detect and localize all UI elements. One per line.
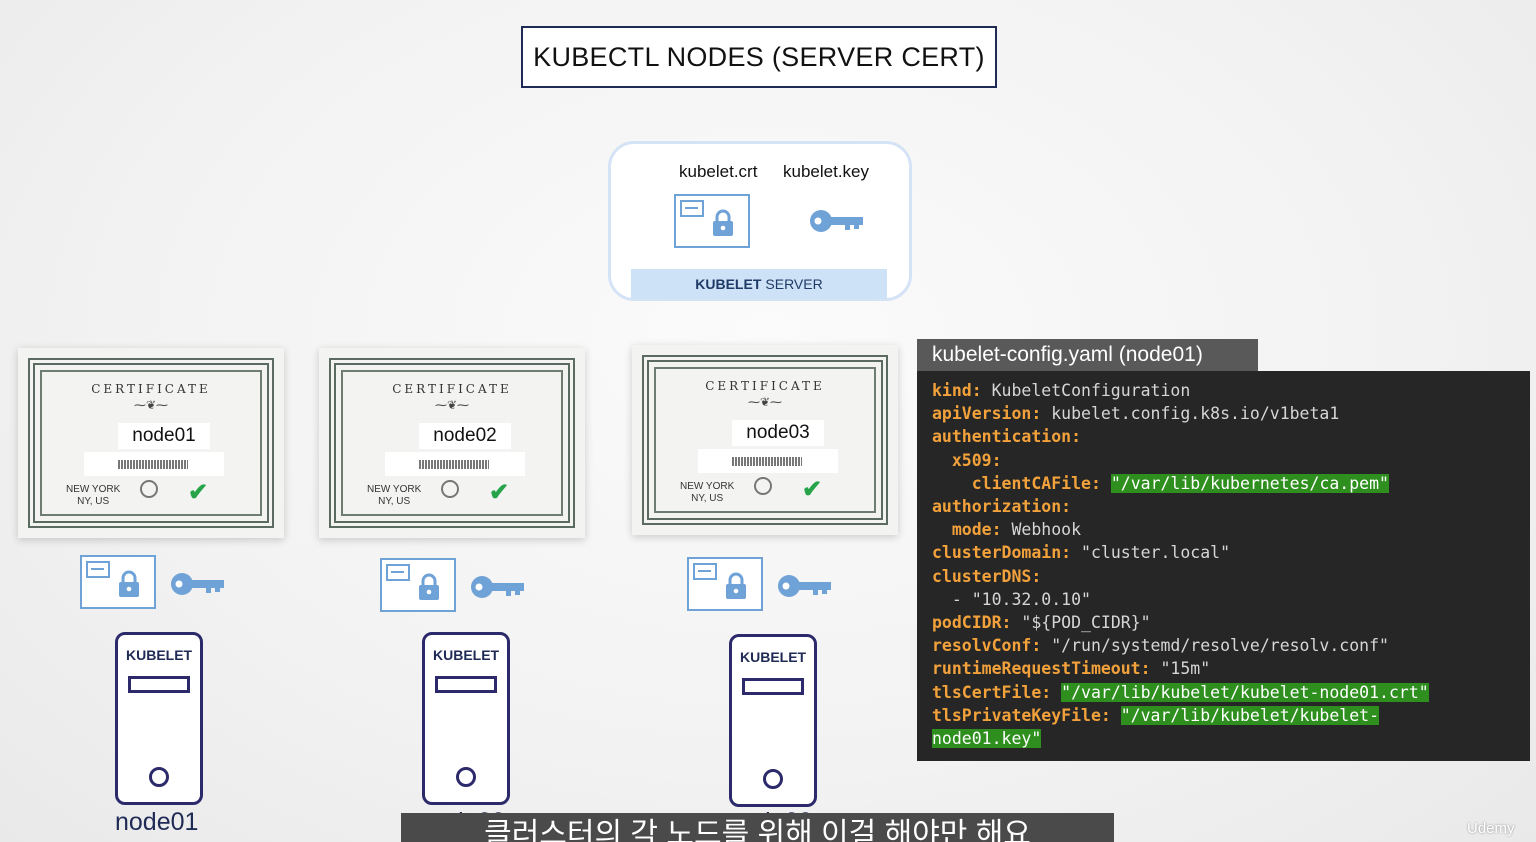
certificate-icon	[687, 557, 763, 611]
certificate-heading: CERTIFICATE	[91, 382, 211, 396]
seal-icon	[441, 480, 459, 498]
config-code-block: kind: KubeletConfiguration apiVersion: k…	[917, 371, 1530, 761]
certificate-icon	[674, 194, 750, 248]
config-file-tab: kubelet-config.yaml (node01)	[917, 339, 1258, 371]
checkmark-icon: ✔	[489, 479, 510, 506]
certificate-icon	[380, 558, 456, 612]
certificate-node-name: node02	[419, 423, 511, 449]
kubelet-crt-label: kubelet.crt	[679, 162, 758, 181]
key-icon	[778, 575, 831, 597]
tls-cert-file-value: "/var/lib/kubelet/kubelet-node01.crt"	[1061, 682, 1429, 702]
udemy-watermark: Udemy	[1467, 820, 1515, 837]
node-name-label: node01	[115, 808, 199, 836]
certificate-heading: CERTIFICATE	[705, 379, 825, 393]
node01-server: KUBELET	[115, 632, 203, 805]
node02-server: KUBELET	[422, 632, 510, 805]
checkmark-icon: ✔	[802, 476, 823, 503]
node03-server: KUBELET	[729, 634, 817, 807]
video-subtitle: 클러스터의 각 노드를 위해 이걸 해야만 해요	[401, 813, 1114, 842]
certificate-icon	[80, 555, 156, 609]
certificate-node-name: node01	[118, 423, 210, 449]
seal-icon	[754, 477, 772, 495]
key-icon	[471, 576, 524, 598]
kubelet-label: KUBELET	[433, 647, 500, 663]
power-button-icon	[763, 769, 783, 789]
slide-title: KUBECTL NODES (SERVER CERT)	[521, 26, 997, 88]
seal-icon	[140, 480, 158, 498]
key-icon	[810, 210, 863, 232]
power-button-icon	[456, 767, 476, 787]
kubelet-label: KUBELET	[740, 649, 807, 665]
kubelet-key-label: kubelet.key	[783, 162, 869, 181]
client-ca-file-value: "/var/lib/kubernetes/ca.pem"	[1110, 473, 1389, 493]
checkmark-icon: ✔	[188, 479, 209, 506]
tls-private-key-file-value: "/var/lib/kubelet/kubelet-	[1120, 705, 1380, 725]
key-icon	[171, 573, 224, 595]
power-button-icon	[149, 767, 169, 787]
certificate-node-name: node03	[732, 420, 824, 446]
kubelet-label: KUBELET	[126, 647, 193, 663]
certificate-heading: CERTIFICATE	[392, 382, 512, 396]
